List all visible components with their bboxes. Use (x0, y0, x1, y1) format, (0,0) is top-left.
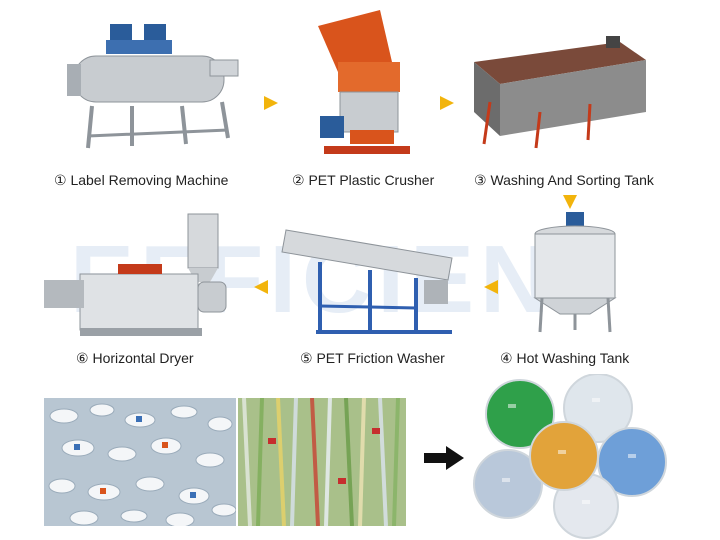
arrow-right-1-icon (264, 96, 278, 110)
result-arrow-icon (424, 446, 464, 470)
step-3-label: ③ Washing And Sorting Tank (474, 172, 654, 189)
horizontal-dryer-image (44, 213, 227, 336)
arrow-left-2-icon (254, 280, 268, 294)
pet-plastic-crusher-image (318, 10, 410, 154)
step-1-text: Label Removing Machine (70, 172, 229, 188)
step-2-text: PET Plastic Crusher (308, 172, 435, 188)
pet-bottles-bale-photo (238, 398, 406, 526)
arrow-down-icon (563, 195, 577, 209)
label-removing-machine-image (67, 24, 239, 149)
step-5-label: ⑤ PET Friction Washer (300, 350, 445, 367)
step-6-number: ⑥ (76, 350, 89, 366)
step-1-label: ① Label Removing Machine (54, 172, 228, 189)
hot-washing-tank-image (533, 212, 617, 333)
washing-sorting-tank-image (474, 36, 646, 149)
step-6-text: Horizontal Dryer (92, 350, 194, 366)
step-6-label: ⑥ Horizontal Dryer (76, 350, 194, 367)
arrow-right-2-icon (440, 96, 454, 110)
step-4-number: ④ (500, 350, 513, 366)
step-3-number: ③ (474, 172, 487, 188)
step-5-number: ⑤ (300, 350, 313, 366)
step-4-text: Hot Washing Tank (516, 350, 630, 366)
pet-flakes-result-image (473, 374, 667, 539)
step-1-number: ① (54, 172, 67, 188)
arrow-left-1-icon (484, 280, 498, 294)
step-2-number: ② (292, 172, 305, 188)
pet-friction-washer-image (281, 229, 453, 334)
step-4-label: ④ Hot Washing Tank (500, 350, 629, 367)
step-3-text: Washing And Sorting Tank (490, 172, 654, 188)
step-2-label: ② PET Plastic Crusher (292, 172, 434, 189)
step-5-text: PET Friction Washer (316, 350, 445, 366)
pet-bottles-pile-photo (44, 398, 236, 526)
